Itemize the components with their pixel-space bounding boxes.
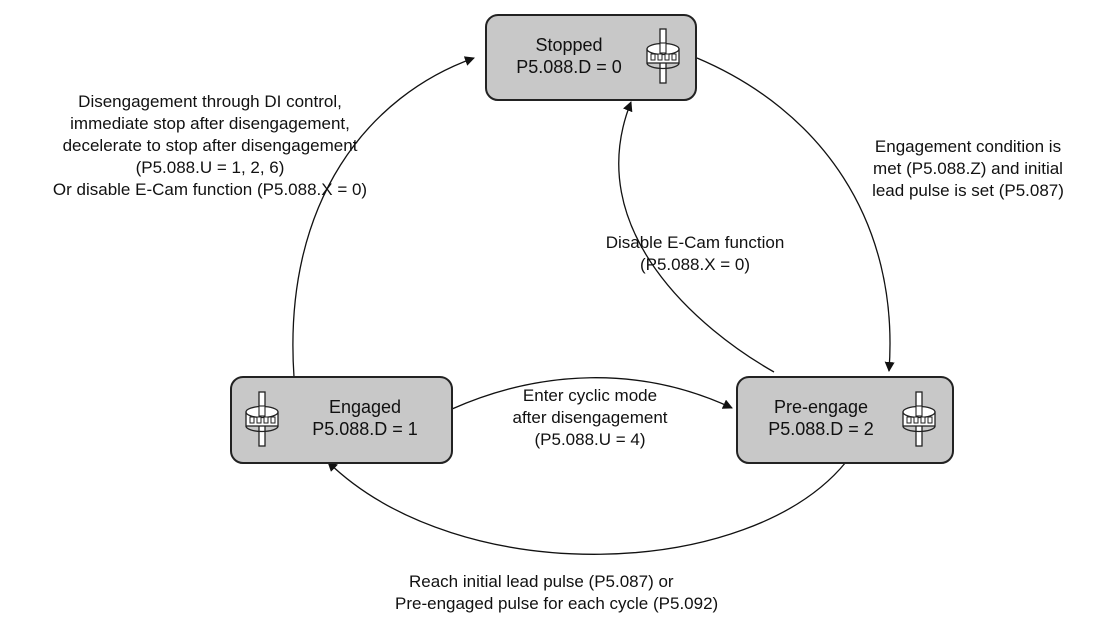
state-stopped-text: Stopped P5.088.D = 0	[486, 34, 652, 78]
label-engagement: Engagement condition is met (P5.088.Z) a…	[835, 136, 1101, 202]
label-line: (P5.088.X = 0)	[639, 255, 751, 274]
label-line: decelerate to stop after disengagement	[62, 136, 358, 155]
label-line: Disengagement through DI control,	[78, 92, 342, 111]
state-box-engaged	[230, 376, 453, 464]
label-line: Engagement condition is	[874, 137, 1062, 156]
state-engaged-value: P5.088.D = 1	[312, 419, 418, 439]
state-preengage-text: Pre-engage P5.088.D = 2	[737, 396, 905, 440]
label-line: Disable E-Cam function	[605, 233, 785, 252]
label-line: Pre-engaged pulse for each cycle (P5.092…	[395, 594, 719, 613]
label-line: lead pulse is set (P5.087)	[872, 181, 1064, 200]
label-line: after disengagement	[512, 408, 668, 427]
edge-preengage-to-stopped	[618, 101, 775, 373]
label-reach: Reach initial lead pulse (P5.087) or Pre…	[395, 571, 775, 615]
state-stopped-value: P5.088.D = 0	[516, 57, 622, 77]
state-preengage-value: P5.088.D = 2	[768, 419, 874, 439]
label-cyclic: Enter cyclic mode after disengagement (P…	[485, 385, 695, 451]
state-preengage-name: Pre-engage	[773, 397, 869, 417]
label-disable: Disable E-Cam function (P5.088.X = 0)	[570, 232, 820, 276]
label-line: immediate stop after disengagement,	[70, 114, 350, 133]
edge-engaged-to-preengage	[451, 377, 733, 410]
edge-stopped-to-preengage	[696, 57, 895, 372]
state-stopped-name: Stopped	[535, 35, 603, 55]
label-line: Reach initial lead pulse (P5.087) or	[409, 572, 674, 591]
label-disengage: Disengagement through DI control, immedi…	[10, 91, 410, 201]
label-line: Enter cyclic mode	[522, 386, 658, 405]
label-line: (P5.088.U = 1, 2, 6)	[135, 158, 285, 177]
state-box-stopped	[485, 14, 697, 101]
label-line: (P5.088.U = 4)	[534, 430, 646, 449]
edge-engaged-to-stopped	[292, 56, 475, 378]
edge-preengage-to-engaged	[327, 461, 847, 555]
state-engaged-text: Engaged P5.088.D = 1	[282, 396, 448, 440]
label-line: met (P5.088.Z) and initial	[873, 159, 1063, 178]
state-engaged-name: Engaged	[328, 397, 402, 417]
label-line: Or disable E-Cam function (P5.088.X = 0)	[52, 180, 368, 199]
state-box-preengage	[736, 376, 954, 464]
